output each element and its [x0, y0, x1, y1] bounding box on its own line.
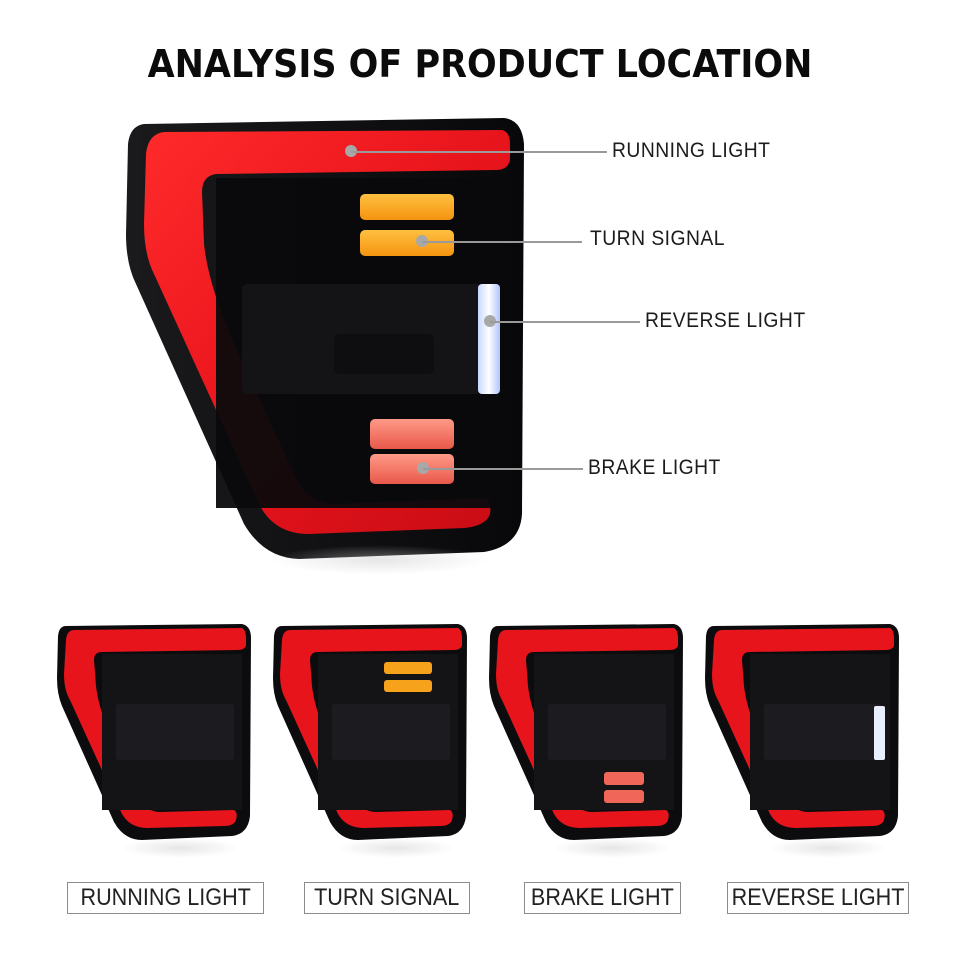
- variant-lamp-turn: [273, 624, 467, 840]
- callout-reverse-light: REVERSE LIGHT: [645, 309, 806, 332]
- variant-label-turn-signal: TURN SIGNAL: [304, 882, 470, 914]
- brake-light-leader-line: [423, 468, 583, 470]
- tail-light-main-image: [126, 118, 524, 559]
- reverse-light-leader-line: [490, 321, 640, 323]
- variant-label-running-light: RUNNING LIGHT: [67, 882, 264, 914]
- variant-lamp-reverse: [705, 624, 899, 840]
- variant-label-reverse-light: REVERSE LIGHT: [727, 882, 909, 914]
- main-lamp-reflection: [270, 545, 490, 575]
- callout-running-light: RUNNING LIGHT: [612, 139, 771, 162]
- running-light-leader-line: [351, 151, 607, 153]
- page-title: ANALYSIS OF PRODUCT LOCATION: [147, 42, 813, 86]
- callout-brake-light: BRAKE LIGHT: [588, 456, 721, 479]
- variant-lamp-brake: [489, 624, 683, 840]
- variant-lamp-running: [57, 624, 251, 840]
- variant-reflection: [120, 838, 240, 858]
- variant-label-brake-light: BRAKE LIGHT: [524, 882, 681, 914]
- callout-turn-signal: TURN SIGNAL: [590, 227, 725, 250]
- variant-reflection: [336, 838, 456, 858]
- variant-reflection: [552, 838, 672, 858]
- variant-reflection: [768, 838, 888, 858]
- turn-signal-leader-line: [422, 241, 582, 243]
